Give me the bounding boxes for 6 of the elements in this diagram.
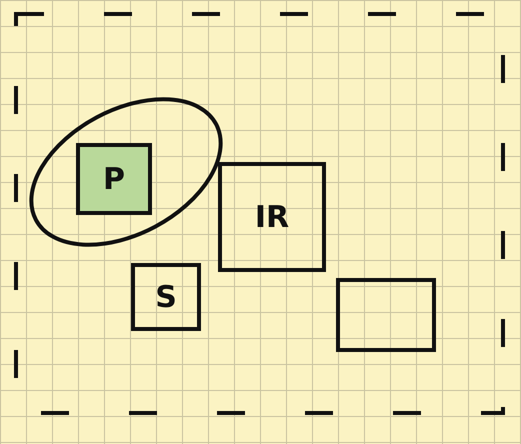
box-label: P <box>103 162 125 196</box>
labeled-box <box>218 162 326 272</box>
labeled-box <box>76 143 152 215</box>
box-label: IR <box>254 200 290 234</box>
box-label: S <box>155 280 177 314</box>
labeled-box <box>131 263 201 331</box>
